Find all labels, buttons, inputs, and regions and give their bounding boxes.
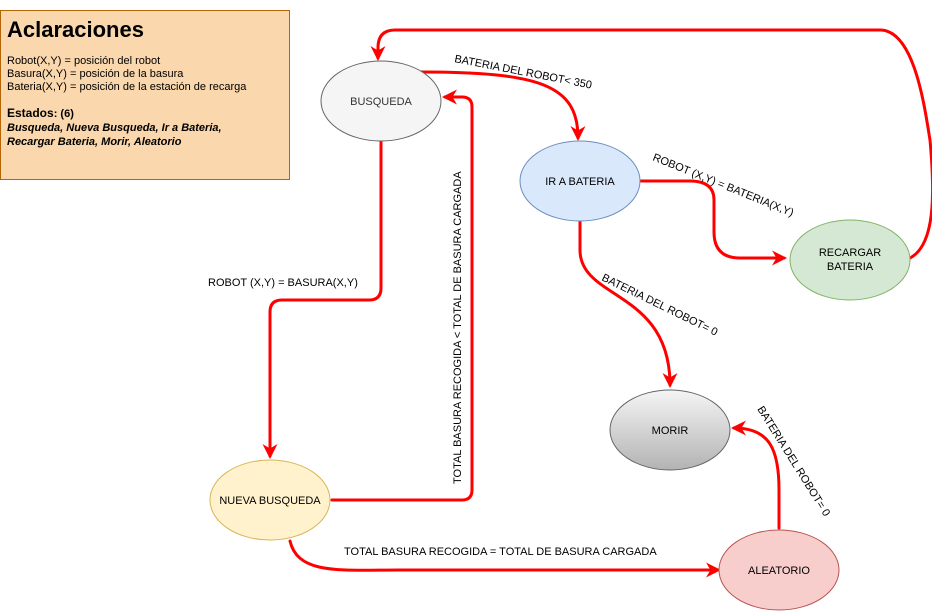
state-morir-label: MORIR [652,425,689,437]
label-robot-eq-bateria: ROBOT (X,Y) = BATERIA(X,Y) [651,152,795,220]
note-states-line-1: Busqueda, Nueva Busqueda, Ir a Bateria, [7,122,222,134]
note-title: Aclaraciones [7,17,144,42]
label-robot-eq-basura: ROBOT (X,Y) = BASURA(X,Y) [208,277,358,289]
note-definitions: Robot(X,Y) = posición del robot Basura(X… [7,55,283,94]
state-aleatorio-label: ALEATORIO [748,565,810,577]
state-ir-a-bateria-label: IR A BATERIA [545,176,615,188]
state-recargar-bateria-label-2: BATERIA [827,261,874,273]
edge-ir-a-bateria-to-morir [578,220,678,388]
edge-ir-a-bateria-to-recargar [638,179,787,266]
edge-nueva-busqueda-to-aleatorio [288,539,721,578]
state-recargar-bateria[interactable]: RECARGAR BATERIA [789,219,911,301]
note-states-line-2: Recargar Bateria, Morir, Aleatorio [7,136,182,148]
label-bateria-eq-0-aleatorio: BATERIA DEL ROBOT= 0 [754,404,832,518]
edge-busqueda-to-ir-a-bateria [418,70,586,141]
label-bateria-eq-0-ir: BATERIA DEL ROBOT= 0 [600,272,720,339]
edge-recargar-to-busqueda [370,28,932,260]
state-busqueda-label: BUSQUEDA [350,96,412,108]
aclaraciones-note: Aclaraciones Robot(X,Y) = posición del r… [0,10,290,180]
note-line-basura: Basura(X,Y) = posición de la basura [7,68,184,80]
state-recargar-bateria-label-1: RECARGAR [819,247,881,259]
edge-aleatorio-to-morir [731,420,781,530]
state-busqueda[interactable]: BUSQUEDA [320,60,442,142]
note-states-label: Estados [7,106,54,120]
note-states-heading: Estados: (6) [7,106,283,121]
edge-nueva-busqueda-to-busqueda [330,89,474,502]
label-basura-eq: TOTAL BASURA RECOGIDA = TOTAL DE BASURA … [344,546,657,558]
note-line-bateria: Bateria(X,Y) = posición de la estación d… [7,81,247,93]
note-line-robot: Robot(X,Y) = posición del robot [7,55,161,67]
note-states-count: : (6) [53,108,74,120]
state-aleatorio[interactable]: ALEATORIO [718,529,840,611]
state-nueva-busqueda[interactable]: NUEVA BUSQUEDA [209,459,331,541]
label-basura-lt: TOTAL BASURA RECOGIDA < TOTAL DE BASURA … [452,171,464,484]
state-morir[interactable]: MORIR [609,389,731,471]
edge-busqueda-to-nueva-busqueda [262,139,383,459]
note-states-list: Busqueda, Nueva Busqueda, Ir a Bateria, … [7,121,283,149]
state-nueva-busqueda-label: NUEVA BUSQUEDA [219,495,321,507]
state-ir-a-bateria[interactable]: IR A BATERIA [519,140,641,222]
